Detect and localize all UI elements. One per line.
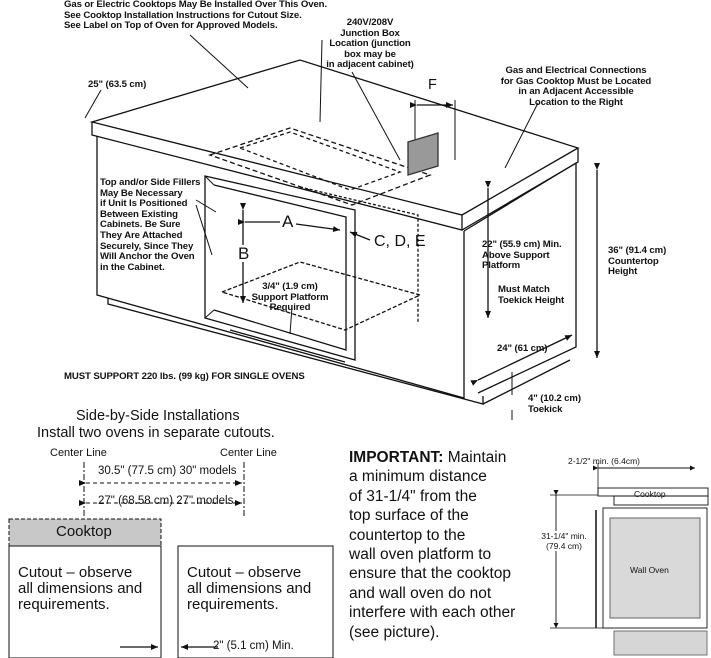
cabinet-front (96, 136, 465, 399)
junction-box-label: 240V/208V Junction Box Location (junctio… (326, 17, 414, 71)
depth-24-label: 24" (61 cm) (497, 343, 548, 354)
side-by-side-title: Side-by-Side Installations (76, 408, 240, 424)
gas-connections-note: Gas and Electrical Connections for Gas C… (500, 65, 652, 108)
dimension-a-label: A (282, 212, 294, 231)
cabinet-installation-diagram (84, 34, 600, 420)
min-3125-label: 31-1/4" min. (79.4 cm) (536, 531, 592, 551)
filler-note: Top and/or Side Fillers May Be Necessary… (100, 177, 201, 273)
cooktop-label: Cooktop (56, 523, 112, 540)
side-by-side-subtitle: Install two ovens in separate cutouts. (37, 425, 275, 441)
center-line-right-label: Center Line (220, 447, 277, 459)
dimension-b-label: B (238, 244, 250, 263)
wall-oven-label: Wall Oven (630, 565, 669, 575)
clearance-diagram (550, 463, 709, 656)
cutout-right-note: Cutout – observe all dimensions and requ… (187, 564, 312, 613)
center-line-left-label: Center Line (50, 447, 107, 459)
dimension-27-label: 27" (68.58 cm) 27" models (98, 495, 234, 507)
depth-25-label: 25" (63.5 cm) (88, 79, 147, 90)
side-by-side-diagram (8, 462, 334, 658)
must-support-note: MUST SUPPORT 220 lbs. (99 kg) FOR SINGLE… (64, 371, 305, 382)
cooktop-cutout (208, 127, 432, 206)
min-2-label: 2" (5.1 cm) Min. (213, 640, 294, 652)
min-25-label: 2-1/2" min. (6.4cm) (568, 456, 640, 466)
toekick-4-label: 4" (10.2 cm) Toekick (528, 393, 581, 415)
cutout-left-note: Cutout – observe all dimensions and requ… (18, 564, 143, 613)
height-36-label: 36" (91.4 cm) Countertop Height (608, 245, 667, 278)
support-platform-label: 3/4" (1.9 cm) Support Platform Required (251, 281, 329, 314)
dimension-cde-label: C, D, E (374, 233, 426, 250)
toekick-match-label: Must Match Toekick Height (498, 284, 565, 306)
small-cooktop-label: Cooktop (634, 489, 666, 499)
important-note: IMPORTANT: Maintain a minimum distance o… (349, 449, 516, 641)
important-heading: IMPORTANT: (349, 449, 444, 466)
min-22-label: 22" (55.9 cm) Min. Above Support Platfor… (482, 239, 562, 272)
dimension-30-label: 30.5" (77.5 cm) 30" models (98, 465, 237, 477)
top-note: Gas or Electric Cooktops May Be Installe… (64, 0, 328, 32)
oven-cutout (204, 175, 356, 361)
dimension-f-label: F (428, 77, 437, 93)
